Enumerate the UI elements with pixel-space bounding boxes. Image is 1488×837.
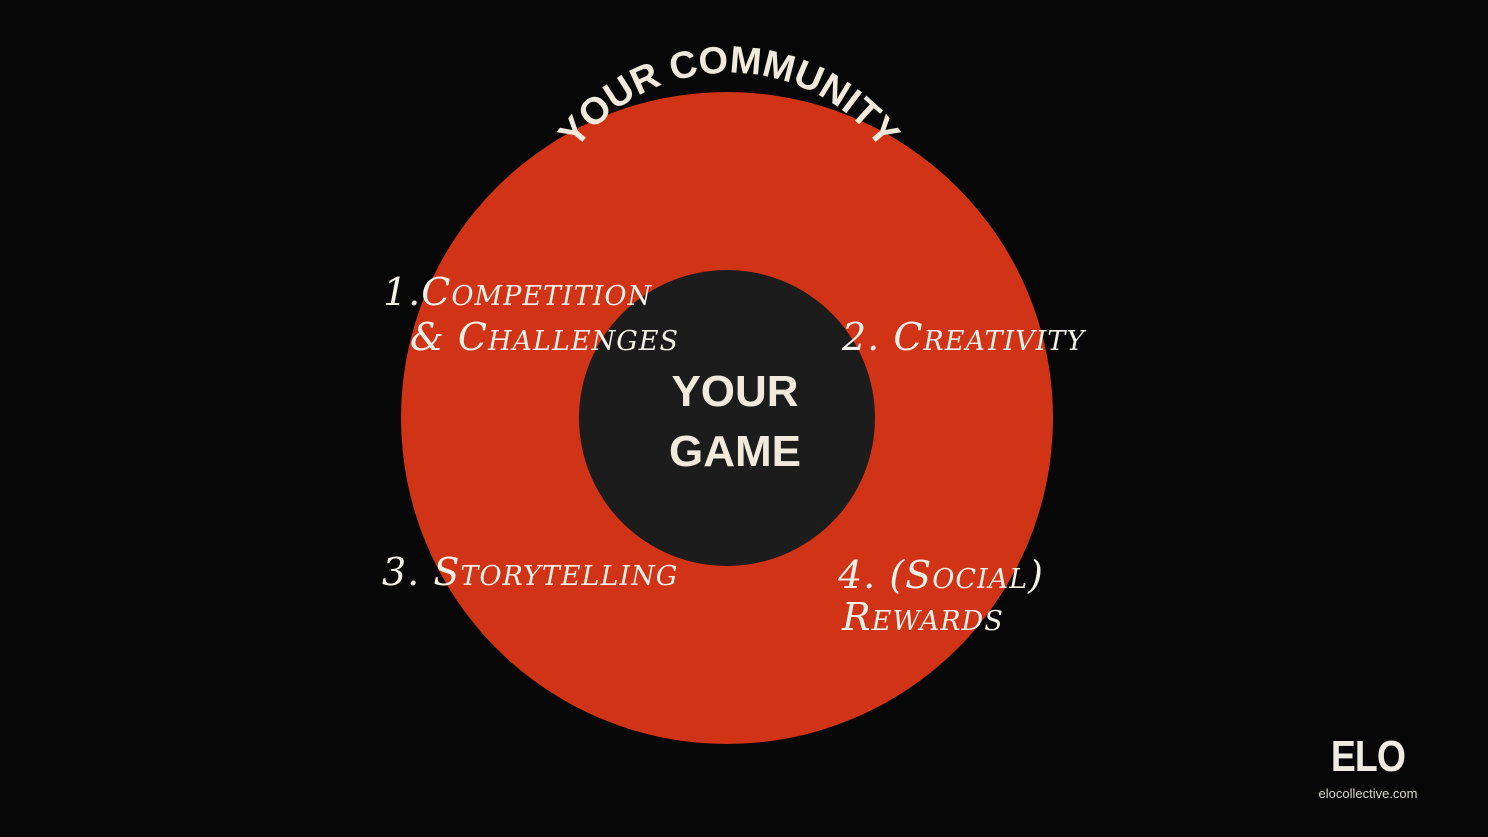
brand-logo: ELO elocollective.com	[1308, 732, 1428, 802]
item-creativity: 2. Creativity	[841, 315, 1086, 359]
center-label-line2: GAME	[669, 427, 801, 476]
center-label-line1: YOUR	[671, 367, 798, 416]
item-rewards-line2: Rewards	[841, 595, 1004, 639]
item-competition-line1: 1.Competition	[383, 270, 652, 314]
logo-url: elocollective.com	[1318, 786, 1418, 801]
logo-mark: ELO	[1330, 732, 1406, 781]
item-rewards-line1: 4. (Social)	[837, 553, 1044, 597]
game-core	[579, 270, 875, 566]
item-storytelling: 3. Storytelling	[382, 550, 678, 594]
item-competition-line2: & Challenges	[410, 315, 679, 359]
